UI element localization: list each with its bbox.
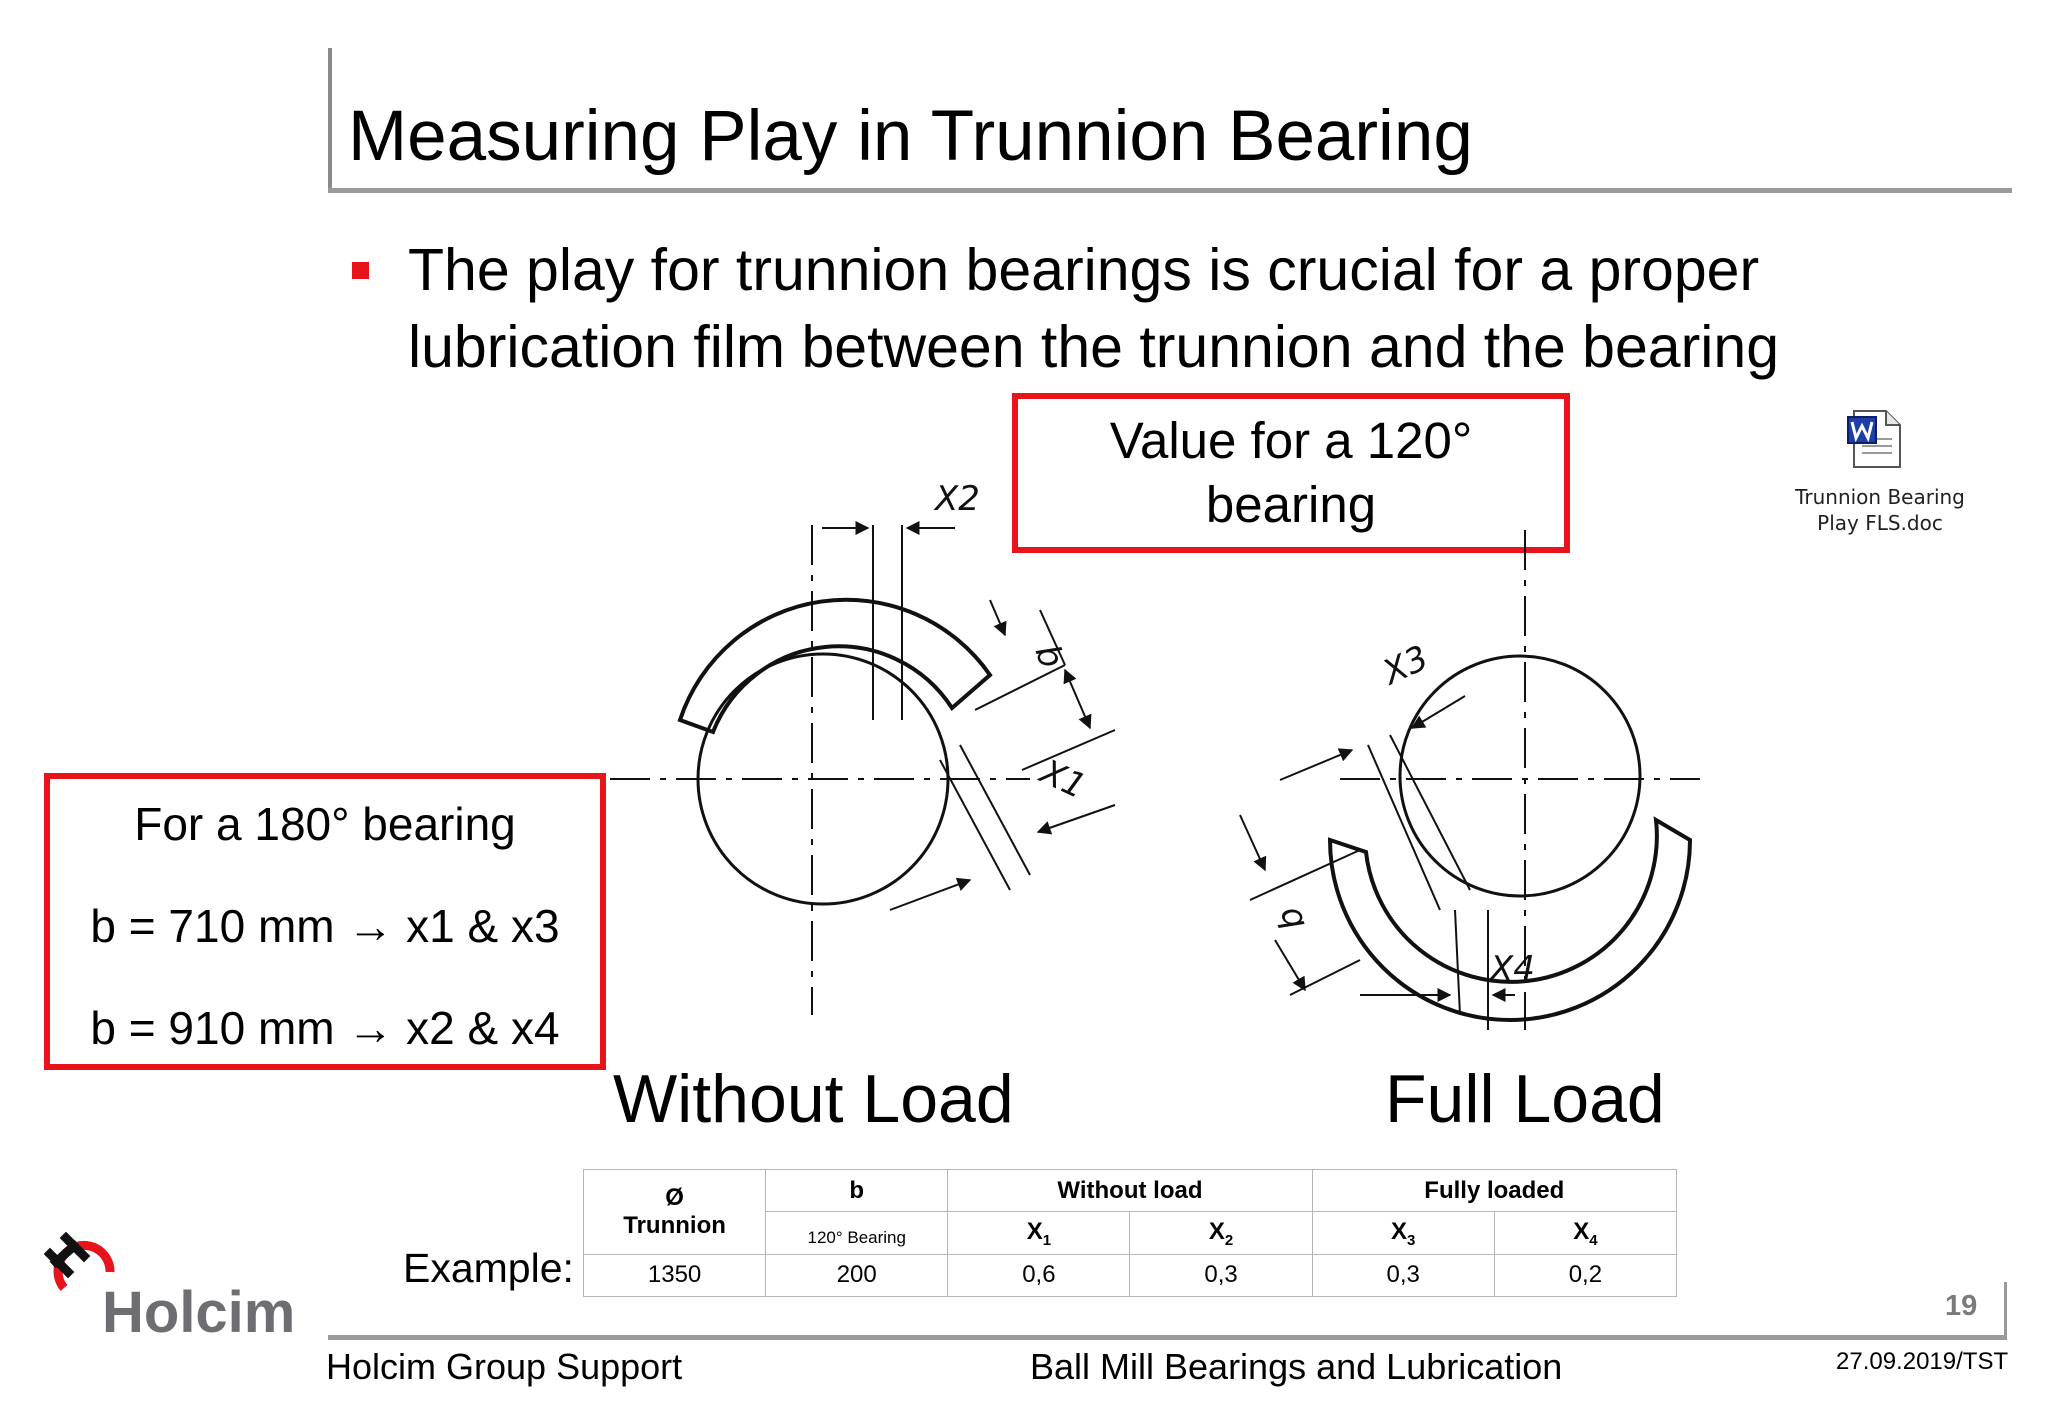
right-trunnion-assembly [1239,530,1700,1030]
page-number-divider [2004,1282,2007,1336]
cell-diameter: 1350 [582,1253,767,1298]
example-label: Example: [403,1245,574,1291]
callout-120-line2: bearing [1205,476,1377,533]
header-x3: X3 [1311,1211,1495,1255]
header-without-load: Without load [947,1168,1313,1213]
footer-organization: Holcim Group Support [326,1346,683,1387]
label-x3: X3 [1375,638,1434,694]
trunnion-bearing-drawing: X2 b X1 X3 b X4 [560,470,1740,1065]
header-x4: X4 [1493,1211,1678,1255]
attachment-label-line2: Play FLS.doc [1817,511,1943,535]
bullet-text: The play for trunnion bearings is crucia… [408,237,1780,380]
header-fully-loaded: Fully loaded [1311,1168,1678,1213]
header-b: b [765,1168,949,1213]
left-bearing-shell [677,597,993,735]
page-number: 19 [1945,1290,1978,1322]
header-b-sub: 120° Bearing [765,1211,949,1255]
cell-b: 200 [765,1253,949,1298]
footer-presentation-title: Ball Mill Bearings and Lubrication [1030,1346,1563,1387]
caption-full-load: Full Load [1385,1061,1665,1137]
holcim-logo: Holcim [43,1231,314,1345]
attachment-label-line1: Trunnion Bearing [1795,485,1965,509]
callout-180-bearing: For a 180° bearing b = 710 mm → x1 & x3 … [44,773,606,1070]
diameter-symbol: Ø [665,1183,684,1211]
title-divider-horizontal [328,188,2012,193]
label-x2: X2 [933,479,980,519]
header-x2: X2 [1129,1211,1313,1255]
callout-120-bearing: Value for a 120° bearing [1012,393,1570,553]
label-x1: X1 [1032,751,1091,807]
callout-180-line2: b = 910 mm → x2 & x4 [90,1002,560,1054]
label-x4: X4 [1488,949,1535,989]
word-document-icon[interactable] [1846,409,1908,471]
cell-x3: 0,3 [1311,1253,1495,1298]
label-b-right: b [1268,902,1313,936]
footer-date: 27.09.2019/TST [1836,1348,2009,1375]
caption-without-load: Without Load [613,1061,1014,1137]
header-x1: X1 [947,1211,1131,1255]
label-b-left: b [1027,639,1072,673]
footer-divider [328,1335,2007,1340]
left-trunnion-assembly [610,521,1116,1015]
slide-title: Measuring Play in Trunnion Bearing [348,97,1473,176]
title-divider-vertical [328,48,332,191]
attachment-label[interactable]: Trunnion Bearing Play FLS.doc [1780,484,1980,536]
callout-180-line1: b = 710 mm → x1 & x3 [90,900,560,952]
header-diameter: Ø Trunnion [582,1169,767,1255]
table-row: 1350 200 0,6 0,3 0,3 0,2 [582,1253,1678,1298]
cell-x4: 0,2 [1493,1253,1678,1298]
right-trunnion-circle [1398,654,1642,898]
example-table: Ø Trunnion b Without load Fully loaded 1… [582,1168,1678,1298]
right-bearing-shell [1327,816,1693,1022]
callout-120-line1: Value for a 120° [1109,412,1473,469]
callout-180-heading: For a 180° bearing [134,798,516,850]
svg-text:Holcim: Holcim [102,1280,295,1342]
bullet-marker [352,262,369,279]
cell-x1: 0,6 [947,1253,1131,1298]
diameter-label: Trunnion [623,1211,726,1239]
cell-x2: 0,3 [1129,1253,1313,1298]
